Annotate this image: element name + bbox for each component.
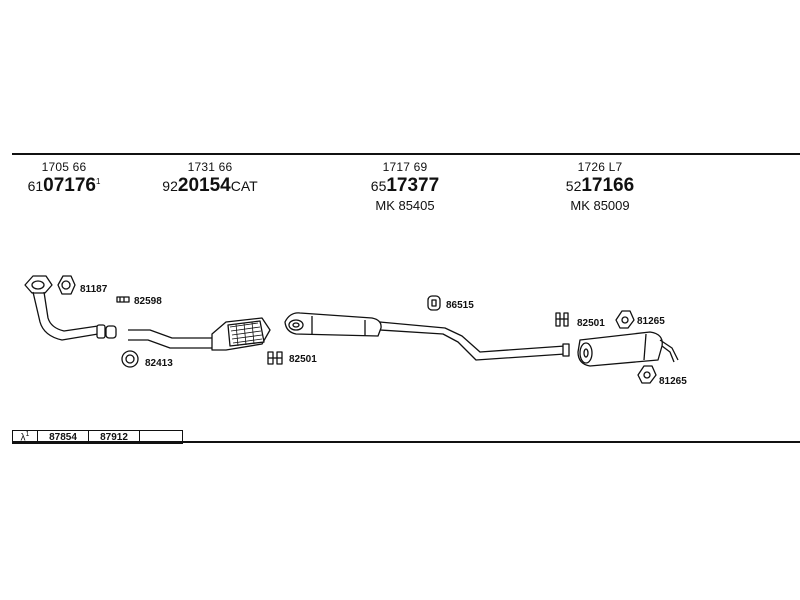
ring-gasket-icon bbox=[57, 275, 76, 295]
part-number: 6517377 bbox=[370, 175, 440, 196]
top-rule bbox=[12, 153, 800, 155]
part-ref: 1731 66 bbox=[187, 160, 233, 174]
code-cell: 87854 bbox=[37, 429, 89, 445]
part-number: 5217166 bbox=[565, 175, 635, 196]
part-catalytic-converter: 1731 66 9220154CAT bbox=[150, 160, 270, 197]
u-bolt-clamp-rear-icon bbox=[555, 312, 569, 327]
code-cell bbox=[139, 429, 183, 445]
cat-inlet-pipe-icon bbox=[128, 329, 212, 349]
tail-connecting-pipe-icon bbox=[379, 321, 566, 361]
mounting-kit: MK 85009 bbox=[570, 198, 630, 213]
label-82501: 82501 bbox=[289, 354, 317, 365]
part-ref: 1717 69 bbox=[382, 160, 428, 174]
part-ref: 1726 L7 bbox=[577, 160, 623, 174]
sealing-ring-icon bbox=[121, 350, 139, 368]
bottom-rule bbox=[12, 441, 800, 443]
middle-silencer-icon bbox=[284, 312, 382, 337]
front-flange-icon bbox=[24, 275, 53, 294]
part-ref: 1705 66 bbox=[41, 160, 87, 174]
u-bolt-clamp-icon bbox=[267, 351, 283, 365]
part-number: 61071761 bbox=[27, 175, 101, 196]
rear-silencer-icon bbox=[577, 331, 679, 367]
hanger-ring-icon bbox=[615, 310, 635, 329]
label-81265-lower: 81265 bbox=[659, 376, 687, 387]
pipe-end-icon bbox=[562, 343, 570, 357]
part-middle-silencer: 1717 69 6517377 MK 85405 bbox=[350, 160, 460, 213]
part-number: 9220154CAT bbox=[162, 175, 258, 196]
label-86515: 86515 bbox=[446, 300, 474, 311]
label-81265: 81265 bbox=[637, 316, 665, 327]
part-front-pipe: 1705 66 61071761 bbox=[14, 160, 114, 197]
code-cell: 87912 bbox=[88, 429, 140, 445]
hanger-ring-lower-icon bbox=[637, 365, 657, 384]
front-pipe-joint-icon bbox=[96, 324, 117, 339]
catalytic-converter-icon bbox=[211, 317, 271, 351]
label-82413: 82413 bbox=[145, 358, 173, 369]
front-pipe-icon bbox=[32, 291, 99, 341]
rubber-hanger-icon bbox=[427, 295, 441, 311]
accessory-table: λ1 87854 87912 bbox=[12, 429, 183, 445]
lambda-cell: λ1 bbox=[12, 429, 38, 445]
label-81187: 81187 bbox=[80, 284, 108, 295]
label-82598: 82598 bbox=[134, 296, 162, 307]
label-82501-rear: 82501 bbox=[577, 318, 605, 329]
clamp-icon bbox=[116, 296, 130, 303]
part-rear-silencer: 1726 L7 5217166 MK 85009 bbox=[545, 160, 655, 213]
mounting-kit: MK 85405 bbox=[375, 198, 435, 213]
